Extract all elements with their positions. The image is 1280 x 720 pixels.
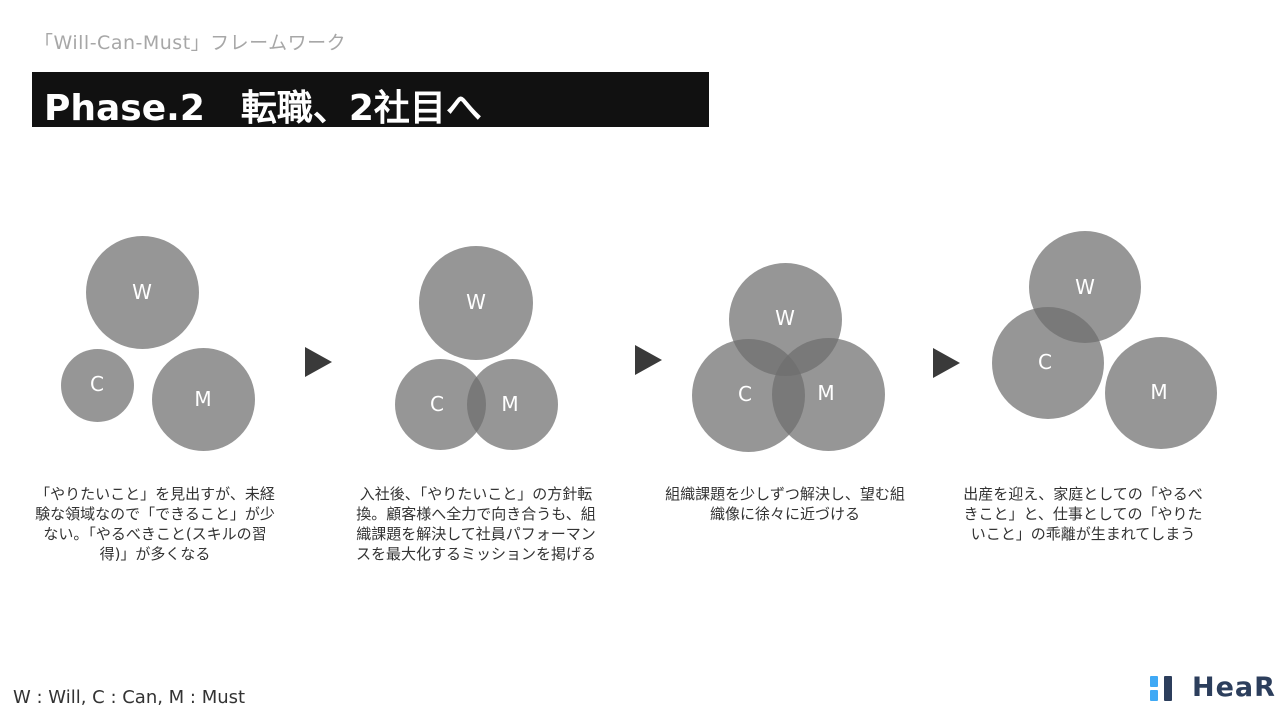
logo-text: HeaR xyxy=(1192,672,1276,703)
must-label: M xyxy=(1150,380,1168,404)
can-label: C xyxy=(1038,350,1052,374)
must-circle xyxy=(152,348,255,451)
must-label: M xyxy=(501,392,519,416)
will-label: W xyxy=(775,306,795,330)
can-label: C xyxy=(90,372,104,396)
subtitle: 「Will-Can-Must」フレームワーク xyxy=(34,32,347,54)
will-label: W xyxy=(1075,275,1095,299)
hear-logo: HeaR xyxy=(1150,672,1275,706)
stage-4-description: 出産を迎え、家庭としての「やるべきこと」と、仕事としての「やりたいこと」の乖離が… xyxy=(963,485,1203,543)
logo-mark-icon xyxy=(1150,676,1158,687)
can-circle xyxy=(61,349,134,422)
will-circle xyxy=(86,236,199,349)
arrow-icon xyxy=(635,345,662,375)
logo-mark-icon xyxy=(1150,690,1158,701)
logo-mark-icon xyxy=(1164,676,1172,701)
arrow-icon xyxy=(933,348,960,378)
can-circle xyxy=(992,307,1104,419)
can-label: C xyxy=(738,382,752,406)
must-circle xyxy=(467,359,558,450)
must-label: M xyxy=(194,387,212,411)
stage-3-description: 組織課題を少しずつ解決し、望む組織像に徐々に近づける xyxy=(665,485,905,523)
page-title: Phase.2 転職、2社目へ xyxy=(44,88,482,129)
stage-2-description: 入社後、「やりたいこと」の方針転換。顧客様へ全力で向き合うも、組織課題を解決して… xyxy=(355,485,596,563)
must-label: M xyxy=(817,381,835,405)
will-circle xyxy=(419,246,533,360)
will-label: W xyxy=(466,290,486,314)
arrow-icon xyxy=(305,347,332,377)
must-circle xyxy=(772,338,885,451)
can-label: C xyxy=(430,392,444,416)
legend: W : Will, C : Can, M : Must xyxy=(13,687,246,708)
must-circle xyxy=(1105,337,1217,449)
title-bar: Phase.2 転職、2社目へ xyxy=(32,72,709,129)
will-label: W xyxy=(132,280,152,304)
stage-1-description: 「やりたいこと」を見出すが、未経験な領域なので「できること」が少ない。「やるべき… xyxy=(35,485,275,563)
